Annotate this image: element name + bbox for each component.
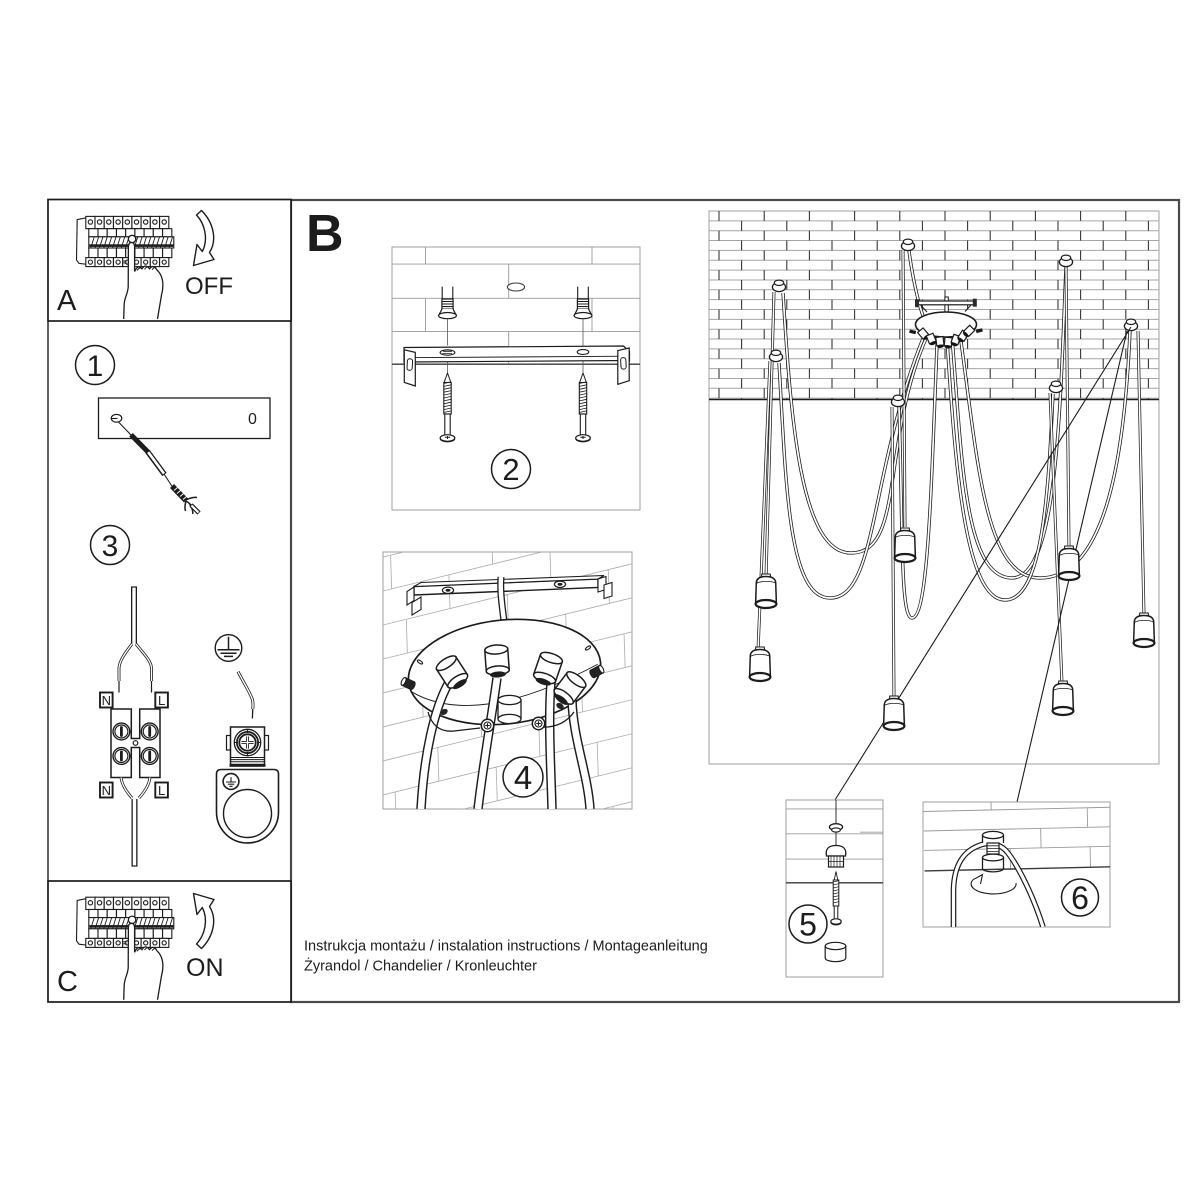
- svg-text:Instrukcja montażu / instalati: Instrukcja montażu / instalation instruc…: [304, 939, 708, 955]
- svg-text:L: L: [158, 783, 165, 798]
- svg-text:5: 5: [799, 907, 817, 943]
- svg-text:C: C: [57, 966, 78, 998]
- svg-text:N: N: [102, 693, 111, 708]
- svg-text:0: 0: [248, 411, 257, 428]
- svg-text:OFF: OFF: [185, 273, 233, 300]
- svg-text:ON: ON: [186, 954, 224, 982]
- svg-text:N: N: [102, 783, 111, 798]
- svg-text:2: 2: [502, 452, 519, 487]
- svg-text:1: 1: [87, 350, 104, 383]
- svg-text:4: 4: [514, 759, 532, 796]
- svg-text:A: A: [57, 285, 77, 317]
- svg-text:B: B: [306, 205, 344, 263]
- svg-text:3: 3: [102, 530, 119, 563]
- svg-text:L: L: [158, 693, 165, 708]
- svg-text:6: 6: [1071, 880, 1089, 916]
- svg-text:Żyrandol / Chandelier / Kronle: Żyrandol / Chandelier / Kronleuchter: [304, 957, 537, 975]
